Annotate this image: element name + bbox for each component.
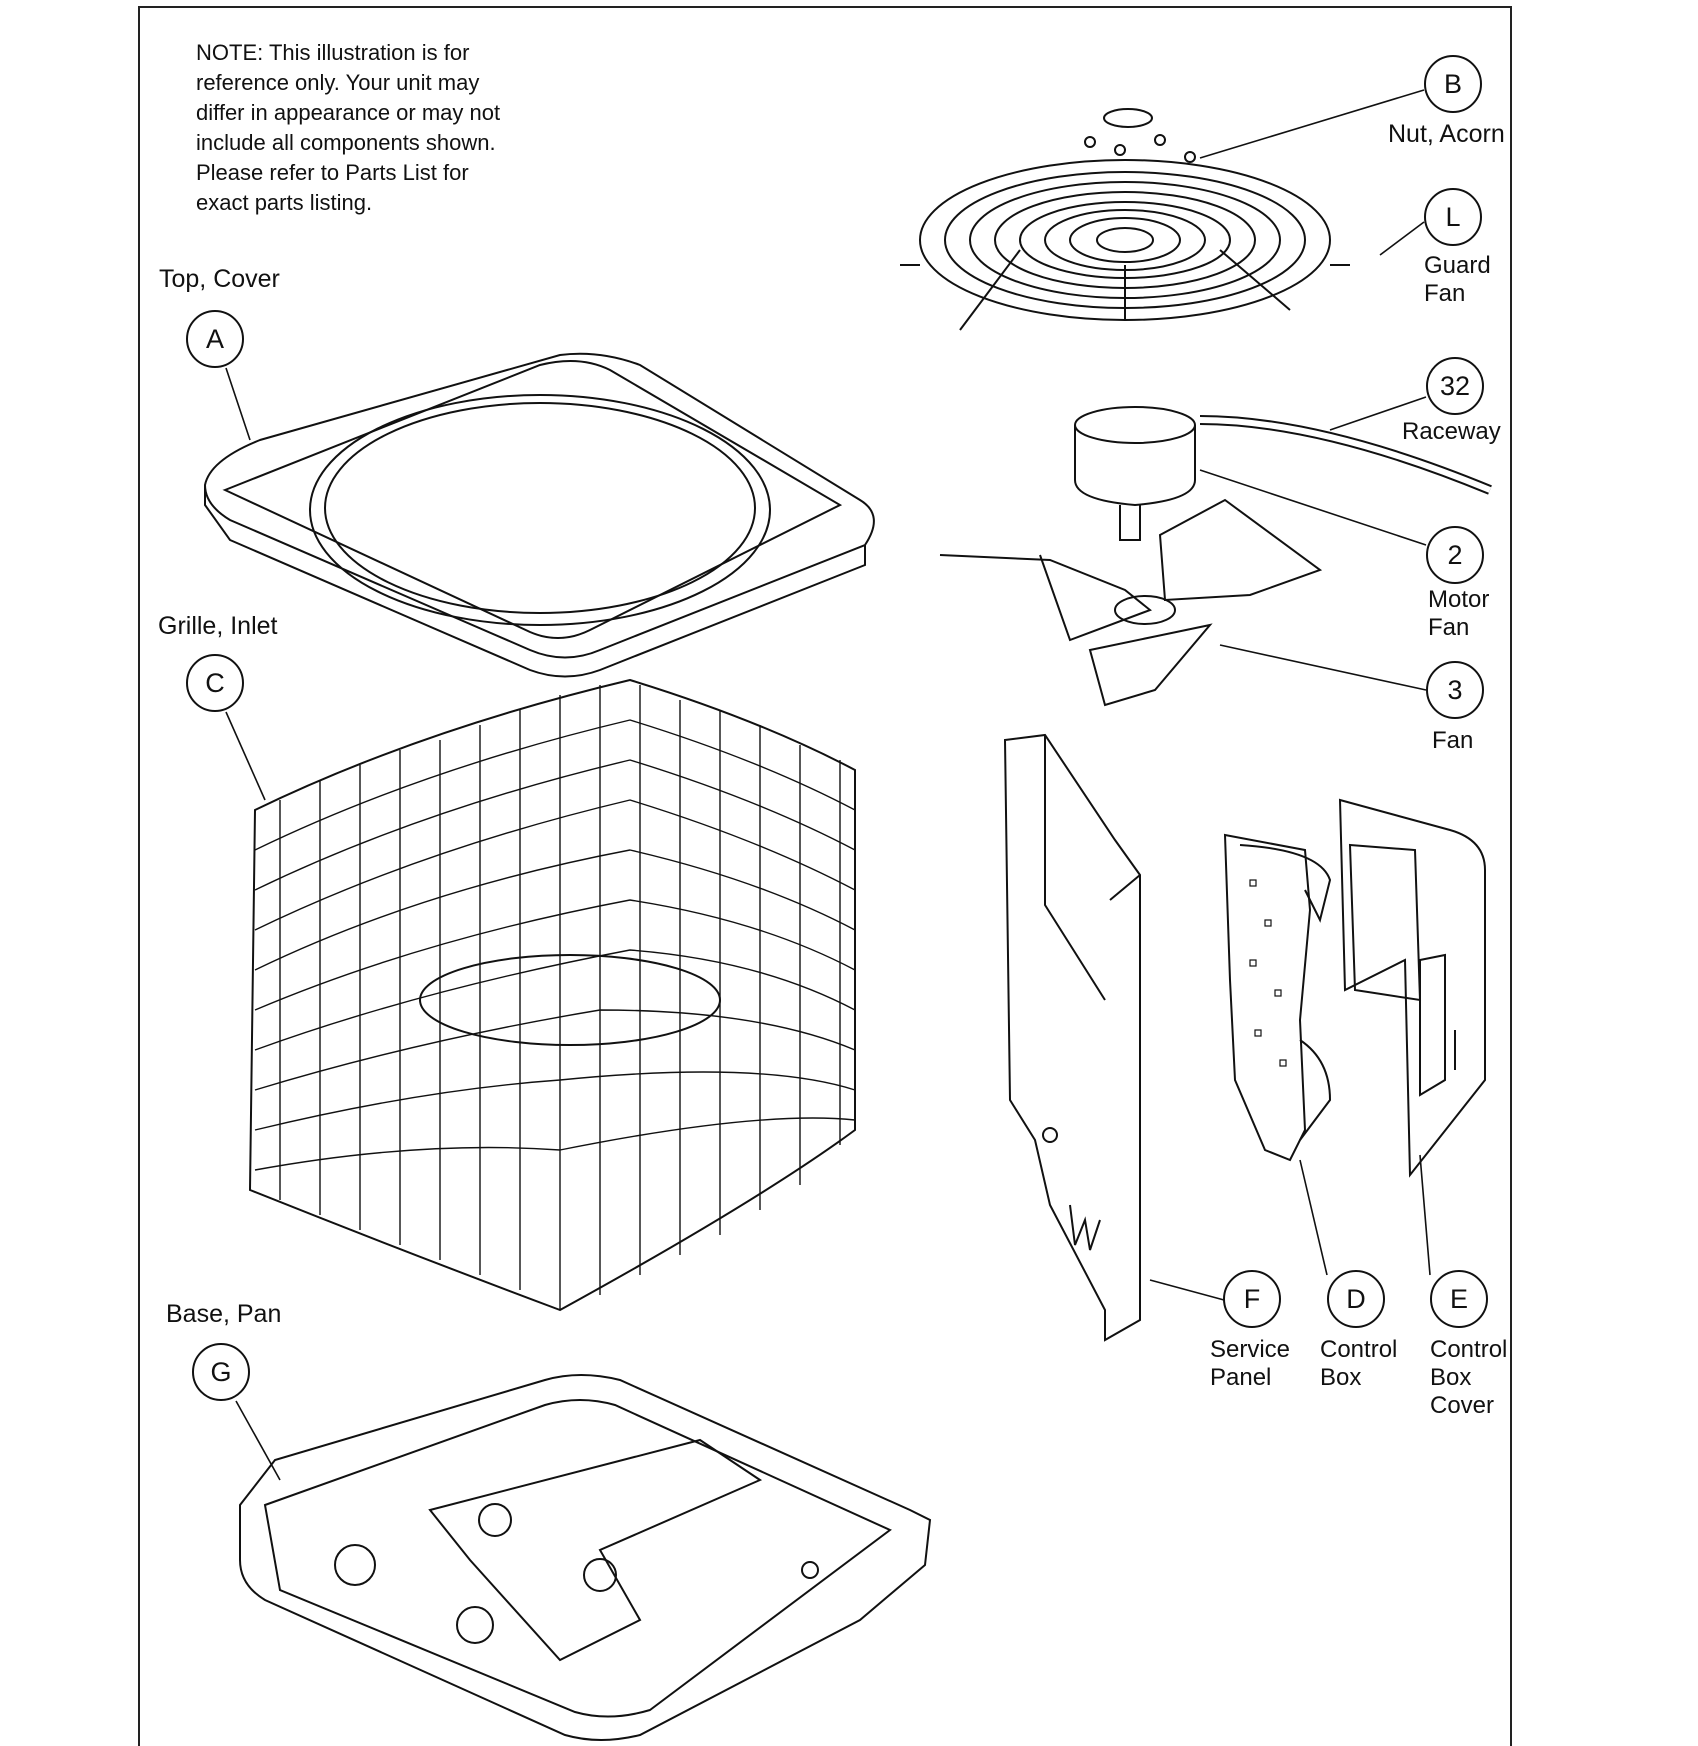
service-panel-drawing xyxy=(1003,733,1141,1342)
fan-motor-drawing xyxy=(1074,406,1492,541)
control-box-cover-label: Control Box Cover xyxy=(1430,1336,1508,1419)
fan-guard-drawing xyxy=(900,108,1350,331)
base-pan-label: Base, Pan xyxy=(166,1300,282,1328)
callout-d: D xyxy=(1327,1270,1385,1328)
leader-lines xyxy=(225,89,1431,1481)
reference-note: NOTE: This illustration is for reference… xyxy=(196,40,501,215)
control-box-cover-drawing xyxy=(1338,798,1486,1178)
nut-acorn-label: Nut, Acorn xyxy=(1388,120,1505,148)
diagram-frame xyxy=(138,6,1512,1746)
control-box-drawing xyxy=(1223,833,1332,1162)
fan-blades-drawing xyxy=(939,498,1323,707)
callout-32: 32 xyxy=(1426,357,1484,415)
top-cover-label: Top, Cover xyxy=(159,265,280,293)
callout-3: 3 xyxy=(1426,661,1484,719)
base-pan-drawing xyxy=(239,1374,932,1741)
callout-l: L xyxy=(1424,188,1482,246)
callout-g: G xyxy=(192,1343,250,1401)
guard-fan-label: Guard Fan xyxy=(1424,252,1491,307)
callout-2: 2 xyxy=(1426,526,1484,584)
top-cover-drawing xyxy=(203,352,875,678)
motor-fan-label: Motor Fan xyxy=(1428,586,1490,641)
service-panel-label: Service Panel xyxy=(1210,1336,1291,1391)
callout-a: A xyxy=(186,310,244,368)
fan-label: Fan xyxy=(1432,727,1474,754)
callout-e: E xyxy=(1430,1270,1488,1328)
grille-inlet-label: Grille, Inlet xyxy=(158,612,278,640)
raceway-label: Raceway xyxy=(1402,418,1501,445)
callout-c: C xyxy=(186,654,244,712)
control-box-label: Control Box xyxy=(1320,1336,1398,1391)
callout-f: F xyxy=(1223,1270,1281,1328)
inlet-grille-drawing xyxy=(248,678,856,1312)
callout-b: B xyxy=(1424,55,1482,113)
